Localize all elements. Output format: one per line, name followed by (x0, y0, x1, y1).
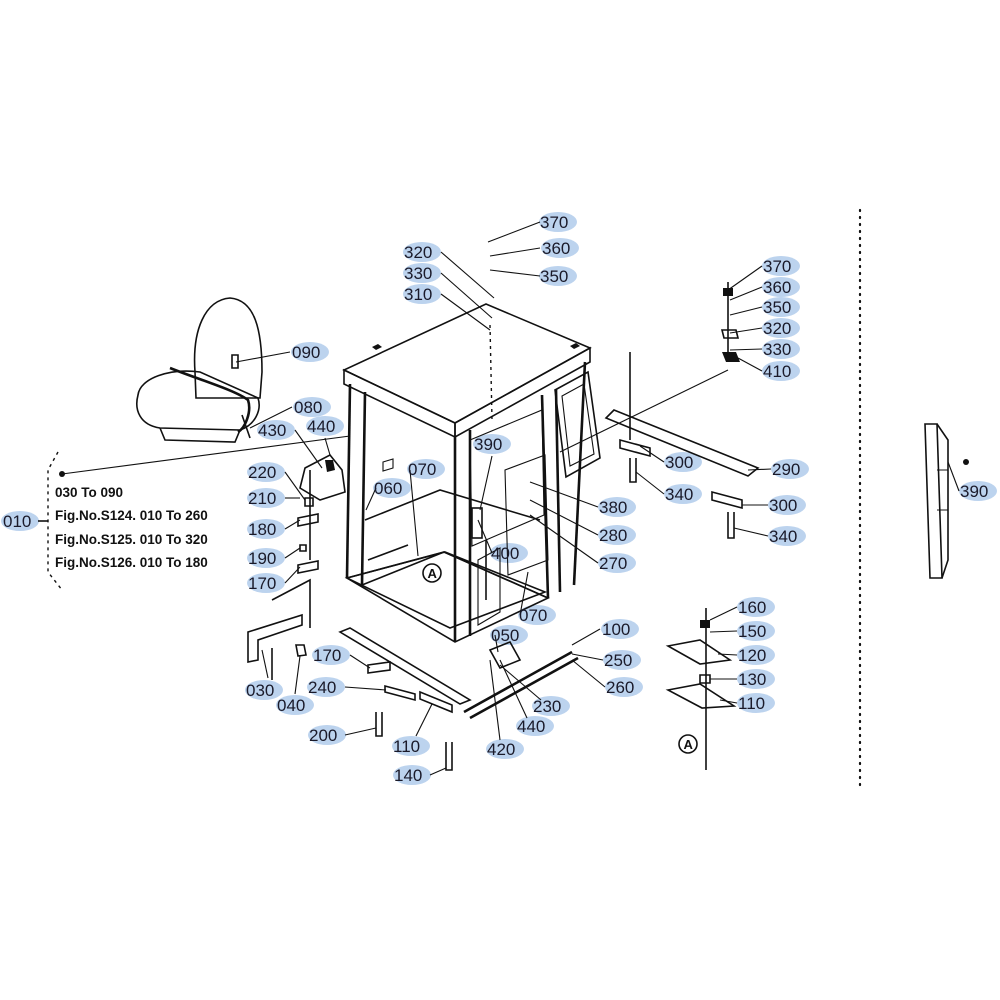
part-label: 110 (738, 694, 765, 713)
part-label: 440 (307, 417, 335, 436)
label-highlights (1, 212, 997, 785)
part-label: 350 (540, 267, 568, 286)
ref-mark-a-cab: A (422, 563, 442, 583)
ref-mark-a-mount: A (678, 734, 698, 754)
part-label: 170 (313, 646, 341, 665)
part-label: 350 (763, 298, 791, 317)
part-label: 060 (374, 479, 402, 498)
note-line: Fig.No.S124. 010 To 260 (55, 508, 208, 523)
part-label: 440 (517, 717, 545, 736)
part-label: 430 (258, 421, 286, 440)
part-label: 130 (738, 670, 766, 689)
part-label: 340 (665, 485, 693, 504)
part-label: 100 (602, 620, 630, 639)
ref-mark-letter: A (684, 737, 694, 752)
part-label: 400 (491, 544, 519, 563)
cab-frame (342, 303, 601, 643)
part-label: 310 (404, 285, 432, 304)
part-label: 320 (404, 243, 432, 262)
part-label: 070 (408, 460, 436, 479)
part-label: 360 (763, 278, 791, 297)
part-label: 380 (599, 498, 627, 517)
part-label: 420 (487, 740, 515, 759)
part-label: 050 (491, 626, 519, 645)
part-label: 320 (763, 319, 791, 338)
part-label: 150 (738, 622, 766, 641)
part-label: 370 (540, 213, 568, 232)
part-label: 340 (769, 527, 797, 546)
note-line: Fig.No.S126. 010 To 180 (55, 555, 208, 570)
floor-rails (338, 627, 579, 771)
part-label: 070 (519, 606, 547, 625)
part-label: 280 (599, 526, 627, 545)
operator-seat (136, 297, 263, 443)
part-label: 250 (604, 651, 632, 670)
part-label: 360 (542, 239, 570, 258)
part-label: 230 (533, 697, 561, 716)
part-label: 300 (665, 453, 693, 472)
reference-note: 030 To 090 Fig.No.S124. 010 To 260 Fig.N… (55, 485, 208, 570)
part-label: 140 (394, 766, 422, 785)
part-number-labels: 370 360 350 320 330 310 090 080 430 440 … (3, 213, 988, 785)
part-label: 300 (769, 496, 797, 515)
part-label: 080 (294, 398, 322, 417)
left-bracket-parts (247, 453, 346, 680)
part-label: 240 (308, 678, 336, 697)
part-label: 330 (404, 264, 432, 283)
part-label: 030 (246, 681, 274, 700)
part-label: 220 (248, 463, 276, 482)
note-line: Fig.No.S125. 010 To 320 (55, 532, 208, 547)
part-label: 260 (606, 678, 634, 697)
leader-lines (61, 221, 960, 776)
part-label: 090 (292, 343, 320, 362)
part-label: 170 (248, 574, 276, 593)
lower-right-mount (665, 608, 737, 770)
part-label: 290 (772, 460, 800, 479)
part-label: 040 (277, 696, 305, 715)
part-label: 190 (248, 549, 276, 568)
part-label: 210 (248, 489, 276, 508)
part-label: 370 (763, 257, 791, 276)
part-label: 390 (960, 482, 988, 501)
detail-anchor-dot (963, 459, 969, 465)
part-label: 010 (3, 512, 31, 531)
part-label: 200 (309, 726, 337, 745)
part-label: 110 (393, 737, 420, 756)
note-line: 030 To 090 (55, 485, 123, 500)
part-label: 180 (248, 520, 276, 539)
part-label: 270 (599, 554, 627, 573)
right-plates (604, 282, 760, 539)
part-label: 390 (474, 435, 502, 454)
door-edge-detail (924, 423, 949, 579)
ref-mark-letter: A (428, 566, 438, 581)
part-label: 120 (738, 646, 766, 665)
part-label: 330 (763, 340, 791, 359)
note-anchor-dot (59, 471, 65, 477)
part-label: 410 (763, 362, 791, 381)
part-label: 160 (738, 598, 766, 617)
